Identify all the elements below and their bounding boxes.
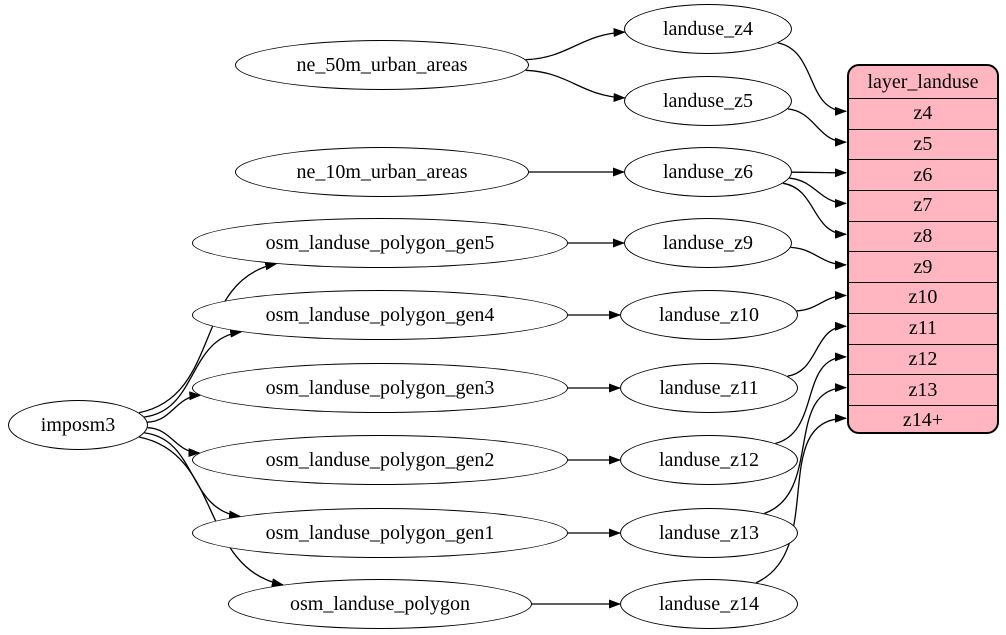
edge-imposm3-to-osm_landuse_polygon — [139, 436, 284, 588]
node-osm-landuse-polygon-label: osm_landuse_polygon — [290, 593, 470, 615]
record-row-z5: z5 — [849, 128, 997, 160]
node-landuse-z10-label: landuse_z10 — [659, 304, 759, 326]
node-osm-landuse-polygon-gen1: osm_landuse_polygon_gen1 — [192, 508, 568, 558]
record-row-z7: z7 — [849, 190, 997, 221]
edge-landuse_z13-to-layer_landuse-z13 — [764, 383, 847, 515]
record-row-z6: z6 — [849, 159, 997, 190]
node-landuse-z9-label: landuse_z9 — [663, 232, 753, 254]
node-osm-landuse-polygon: osm_landuse_polygon — [228, 579, 532, 629]
node-landuse-z10: landuse_z10 — [620, 290, 798, 340]
node-landuse-z12: landuse_z12 — [620, 435, 798, 485]
node-landuse-z14: landuse_z14 — [620, 579, 798, 629]
node-osm-landuse-polygon-gen4: osm_landuse_polygon_gen4 — [192, 290, 568, 340]
node-landuse-z4: landuse_z4 — [624, 4, 792, 54]
node-landuse-z13: landuse_z13 — [620, 508, 798, 558]
node-landuse-z12-label: landuse_z12 — [659, 449, 759, 471]
edge-landuse_z14-to-layer_landuse-z14+ — [755, 413, 847, 584]
node-ne-10m-urban-areas: ne_10m_urban_areas — [235, 147, 529, 197]
node-landuse-z5-label: landuse_z5 — [663, 90, 753, 112]
node-landuse-z5: landuse_z5 — [624, 76, 792, 126]
record-row-z9: z9 — [849, 251, 997, 282]
node-imposm3: imposm3 — [8, 400, 148, 450]
node-osm-landuse-polygon-gen3: osm_landuse_polygon_gen3 — [192, 363, 568, 413]
edge-imposm3-to-osm_landuse_polygon_gen5 — [138, 261, 278, 414]
node-landuse-z14-label: landuse_z14 — [659, 593, 759, 615]
node-osm-landuse-polygon-gen2: osm_landuse_polygon_gen2 — [192, 435, 568, 485]
edge-ne_50m_urban_areas-to-landuse_z4 — [525, 28, 626, 61]
edge-landuse_z4-to-layer_landuse-z4 — [777, 42, 847, 116]
node-osm-landuse-polygon-gen4-label: osm_landuse_polygon_gen4 — [265, 304, 495, 326]
node-ne-50m-urban-areas-label: ne_50m_urban_areas — [296, 54, 468, 76]
record-row-z14p: z14+ — [849, 404, 997, 432]
node-ne-50m-urban-areas: ne_50m_urban_areas — [235, 40, 529, 90]
node-landuse-z9: landuse_z9 — [624, 218, 792, 268]
node-landuse-z11-label: landuse_z11 — [659, 377, 759, 399]
node-layer-landuse: layer_landuse z4 z5 z6 z7 z8 z9 z10 z11 … — [847, 64, 999, 434]
edge-imposm3-to-osm_landuse_polygon_gen4 — [144, 328, 243, 418]
edge-ne_50m_urban_areas-to-landuse_z5 — [525, 69, 626, 102]
edge-landuse_z9-to-layer_landuse-z9 — [790, 246, 847, 270]
edge-landuse_z6-to-layer_landuse-z8 — [782, 182, 847, 239]
node-osm-landuse-polygon-gen5-label: osm_landuse_polygon_gen5 — [265, 232, 495, 254]
edge-imposm3-to-osm_landuse_polygon_gen3 — [147, 391, 202, 423]
node-osm-landuse-polygon-gen5: osm_landuse_polygon_gen5 — [192, 218, 568, 268]
edge-imposm3-to-osm_landuse_polygon_gen2 — [147, 427, 201, 458]
node-landuse-z13-label: landuse_z13 — [659, 522, 759, 544]
edge-landuse_z11-to-layer_landuse-z11 — [787, 321, 847, 377]
node-osm-landuse-polygon-gen2-label: osm_landuse_polygon_gen2 — [265, 449, 495, 471]
record-row-z4: z4 — [849, 98, 997, 129]
edge-landuse_z6-to-layer_landuse-z6 — [791, 168, 847, 178]
edge-landuse_z10-to-layer_landuse-z10 — [796, 291, 847, 312]
node-landuse-z4-label: landuse_z4 — [663, 18, 753, 40]
node-landuse-z6: landuse_z6 — [624, 147, 792, 197]
record-row-z10: z10 — [849, 282, 997, 313]
node-imposm3-label: imposm3 — [40, 414, 116, 436]
record-row-z11: z11 — [849, 312, 997, 344]
node-landuse-z11: landuse_z11 — [620, 363, 798, 413]
edge-landuse_z6-to-layer_landuse-z7 — [789, 177, 847, 208]
record-row-z12: z12 — [849, 343, 997, 375]
record-header: layer_landuse — [867, 70, 979, 93]
record-row-z8: z8 — [849, 220, 997, 252]
node-ne-10m-urban-areas-label: ne_10m_urban_areas — [296, 161, 468, 183]
record-row-z13: z13 — [849, 374, 997, 405]
node-landuse-z6-label: landuse_z6 — [663, 161, 753, 183]
node-osm-landuse-polygon-gen1-label: osm_landuse_polygon_gen1 — [265, 522, 495, 544]
node-osm-landuse-polygon-gen3-label: osm_landuse_polygon_gen3 — [265, 377, 495, 399]
edge-landuse_z5-to-layer_landuse-z5 — [787, 108, 847, 147]
edge-landuse_z12-to-layer_landuse-z12 — [775, 352, 847, 445]
